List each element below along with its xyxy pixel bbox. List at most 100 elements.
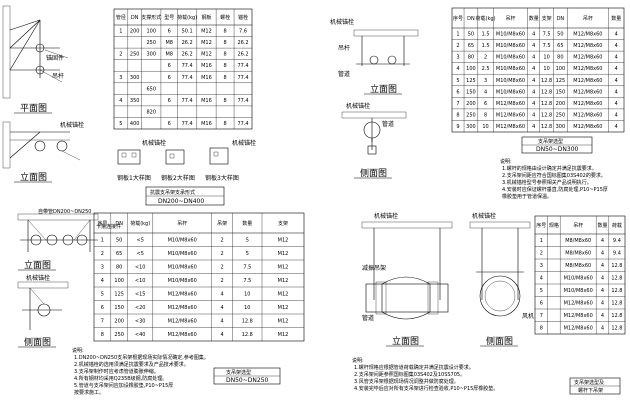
t2-cell: M10/M8x60 xyxy=(168,278,197,284)
t3-cell: M12/M8x60 xyxy=(496,112,525,118)
t2-cell: 250 xyxy=(114,332,124,338)
rh-rod-label: 吊杆 xyxy=(338,44,350,52)
table-1 xyxy=(113,8,253,130)
t1-cell: M16 xyxy=(201,121,212,127)
t4-cell: 6 xyxy=(540,301,543,307)
t4-cell: 12.8 xyxy=(611,301,622,307)
t1-header-cell: 螺栓 xyxy=(220,14,230,21)
t3-cell: M10/M8x60 xyxy=(496,55,525,61)
t2-header-cell: 吊杆 xyxy=(177,220,187,227)
t3-header-cell: 支架 xyxy=(542,15,552,22)
table-3-range: DN50~DN300 xyxy=(536,146,579,153)
multi-pipe-side xyxy=(17,281,69,330)
table-4 xyxy=(534,215,626,335)
t4-cell: 12.8 xyxy=(611,276,622,282)
elevation-view-title-2: 立面图 xyxy=(24,259,51,271)
t3-cell: 4 xyxy=(456,66,459,72)
t3-cell: 4 xyxy=(615,55,618,61)
t4-cell: 4 xyxy=(601,301,604,307)
duct-hanger-elevation xyxy=(361,221,453,320)
notesRT-line: 3.机械锚栓型号参照相关产品说明执行。 xyxy=(502,179,592,186)
notesRB-line: 3.风管支吊架根据现场情况调整并做防腐处理。 xyxy=(354,378,459,385)
t1-header-cell: DN xyxy=(131,15,139,21)
t1-cell: 100 xyxy=(146,29,156,35)
t4-cell: M12/M8x60 xyxy=(564,326,593,332)
t3-cell: M12/M8x60 xyxy=(573,32,602,38)
t3-cell: 4 xyxy=(532,112,535,118)
t4-cell: 4 xyxy=(601,288,604,294)
t2-cell: <10 xyxy=(135,278,146,284)
t2-cell: 5 xyxy=(246,251,249,257)
t2-cell: <15 xyxy=(135,292,146,298)
t1-header-cell: 支撑形式 xyxy=(141,14,161,21)
t4-header-cell: 数量 xyxy=(597,222,607,229)
t3-cell: 50 xyxy=(557,32,563,38)
notesLeft-title: 说明: xyxy=(72,347,84,354)
t1-cell: 8 xyxy=(223,63,226,69)
t2-header-cell: 吊架 xyxy=(217,221,227,227)
steel-plate-details xyxy=(117,147,229,165)
t2-header-cell: 支架 xyxy=(278,220,288,227)
t4-header-cell: 荷载 xyxy=(612,222,622,229)
t3-cell: 12.8 xyxy=(541,89,552,95)
t3-cell: 300 xyxy=(556,124,566,130)
t2-cell: M10/M8x60 xyxy=(168,265,197,271)
t3-cell: 200 xyxy=(556,101,566,107)
duct-anchor-label: 机械锚栓 xyxy=(374,212,398,220)
t1-cell: M16 xyxy=(201,98,212,104)
side-view-title-3: 侧面图 xyxy=(486,335,513,347)
t4-cell: 8 xyxy=(540,326,543,332)
t1-cell: 1 xyxy=(119,29,122,35)
wall-bracket-plan xyxy=(2,5,69,99)
t4-cell: M10/M8x60 xyxy=(564,288,593,294)
t2-cell: <20 xyxy=(135,305,146,311)
t3-cell: M12/M8x60 xyxy=(573,55,602,61)
t1-cell: 26.2 xyxy=(182,52,193,58)
t1-cell: 77.4 xyxy=(182,75,193,81)
t1-cell: 6 xyxy=(168,75,171,81)
t1-cell: 3 xyxy=(119,75,122,81)
t2-cell: 4 xyxy=(101,278,104,284)
wall-bracket-elevation xyxy=(2,121,81,169)
t2-cell: M12 xyxy=(278,278,289,284)
t2-cell: <40 xyxy=(135,332,146,338)
t3-cell: M12/M8x60 xyxy=(573,112,602,118)
t4-cell: 2 xyxy=(540,251,543,257)
t4-cell: 3 xyxy=(540,263,543,269)
t3-cell: 10 xyxy=(543,66,549,72)
elev-anchor-label: 机械锚栓 xyxy=(60,121,84,129)
plate-anchor-label-2: 机械锚栓 xyxy=(232,139,256,147)
notesRT-title: 说明: xyxy=(500,158,512,165)
t1-cell: 300 xyxy=(130,75,140,81)
t3-cell: 12.8 xyxy=(541,78,552,84)
t3-cell: 250 xyxy=(466,112,476,118)
t1-cell: 250 xyxy=(146,40,156,46)
t4-cell: 9.4 xyxy=(613,238,621,244)
t2-header-cell: 序号 xyxy=(97,220,107,227)
t2-cell: 12.8 xyxy=(242,319,253,325)
t4-cell: 4 xyxy=(601,263,604,269)
t3-cell: M10/M8x60 xyxy=(496,32,525,38)
notesRT-line: 1.螺杆的规格由设计确定并满足抗震要求。 xyxy=(502,165,597,172)
t1-cell: 300 xyxy=(146,52,156,58)
t3-cell: 4 xyxy=(532,66,535,72)
duct-pipe-label: 管道 xyxy=(362,314,374,322)
t3-cell: 8 xyxy=(456,112,459,118)
t4-cell: 7 xyxy=(540,313,543,319)
t3-cell: 4 xyxy=(532,78,535,84)
t2-cell: 2 xyxy=(221,238,224,244)
t4-cell: 4 xyxy=(601,238,604,244)
t1-cell: M16 xyxy=(201,75,212,81)
t2-cell: 4 xyxy=(221,305,224,311)
table-4-caption: 支吊架选型及 xyxy=(574,379,604,386)
t3-header-cell: 吊杆 xyxy=(505,15,515,22)
t3-cell: 4 xyxy=(615,89,618,95)
t3-cell: 4 xyxy=(615,101,618,107)
t3-cell: 1 xyxy=(456,32,459,38)
t2-cell: M12/M8x60 xyxy=(168,292,197,298)
t1-cell: 4 xyxy=(119,98,122,104)
elevation-view-title-1: 立面图 xyxy=(20,171,47,183)
t2-header-cell: 荷载(kg) xyxy=(130,220,150,227)
t3-cell: 4 xyxy=(532,32,535,38)
